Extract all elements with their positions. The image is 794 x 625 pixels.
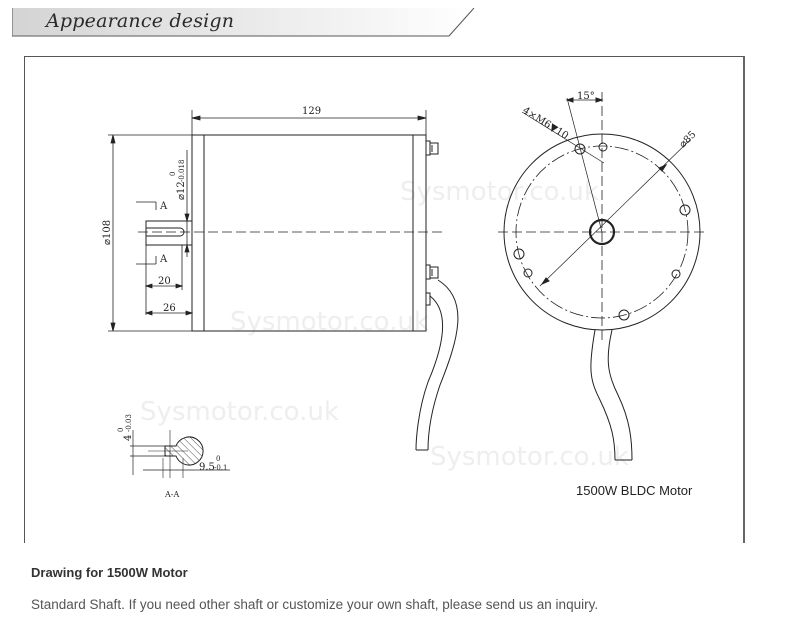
dim-angle: 15° xyxy=(577,91,595,102)
dim-flat: 9.5 xyxy=(199,462,215,473)
connector-top xyxy=(425,140,439,156)
holes-note: 4×M6▼10 xyxy=(520,105,570,142)
mounting-holes xyxy=(513,142,691,321)
svg-text:Sysmotor.co.uk: Sysmotor.co.uk xyxy=(430,442,629,472)
dim-key-width-tol-upper: 0 xyxy=(117,428,125,432)
dim-shaft-tol-upper: 0 xyxy=(169,172,177,176)
watermark: Sysmotor.co.uk Sysmotor.co.uk Sysmotor.c… xyxy=(140,177,629,472)
dim-shaft-diameter: ⌀12 xyxy=(176,181,187,200)
dim-flat-tol-upper: 0 xyxy=(216,455,220,463)
dim-body-diameter: ⌀108 xyxy=(102,220,113,245)
section-label: A-A xyxy=(164,490,179,499)
svg-text:Sysmotor.co.uk: Sysmotor.co.uk xyxy=(230,307,429,337)
dim-key-width-tol-lower: -0.03 xyxy=(125,414,133,432)
svg-text:Sysmotor.co.uk: Sysmotor.co.uk xyxy=(140,397,339,427)
dim-shaft-length: 26 xyxy=(163,303,176,314)
side-view-dimensions xyxy=(108,110,427,332)
banner-title: Appearance design xyxy=(46,10,235,32)
dim-key-length: 20 xyxy=(158,276,171,287)
shaft-section-a-a xyxy=(130,430,230,478)
dim-key-width: 4 xyxy=(123,435,134,441)
connector-bottom xyxy=(425,264,439,306)
caption-text: Standard Shaft. If you need other shaft … xyxy=(31,597,599,612)
banner-background xyxy=(12,8,475,37)
drawing-frame xyxy=(24,56,745,543)
section-banner: Appearance design xyxy=(12,8,475,37)
dim-length: 129 xyxy=(302,106,321,117)
section-marker-bottom: A xyxy=(159,254,168,265)
motor-label: 1500W BLDC Motor xyxy=(576,483,693,498)
section-marker-top: A xyxy=(159,201,168,212)
motor-side-view xyxy=(138,134,459,451)
dim-shaft-tol-lower: -0.018 xyxy=(178,160,186,182)
svg-text:Sysmotor.co.uk: Sysmotor.co.uk xyxy=(400,177,599,207)
dim-bolt-circle: ⌀85 xyxy=(677,129,698,150)
motor-front-view xyxy=(498,92,706,461)
technical-drawing: Sysmotor.co.uk Sysmotor.co.uk Sysmotor.c… xyxy=(102,91,706,499)
cable-front xyxy=(590,329,616,461)
cable-side xyxy=(427,279,459,451)
dim-flat-tol-lower: -0.1 xyxy=(214,464,228,472)
caption-title: Drawing for 1500W Motor xyxy=(31,565,188,580)
